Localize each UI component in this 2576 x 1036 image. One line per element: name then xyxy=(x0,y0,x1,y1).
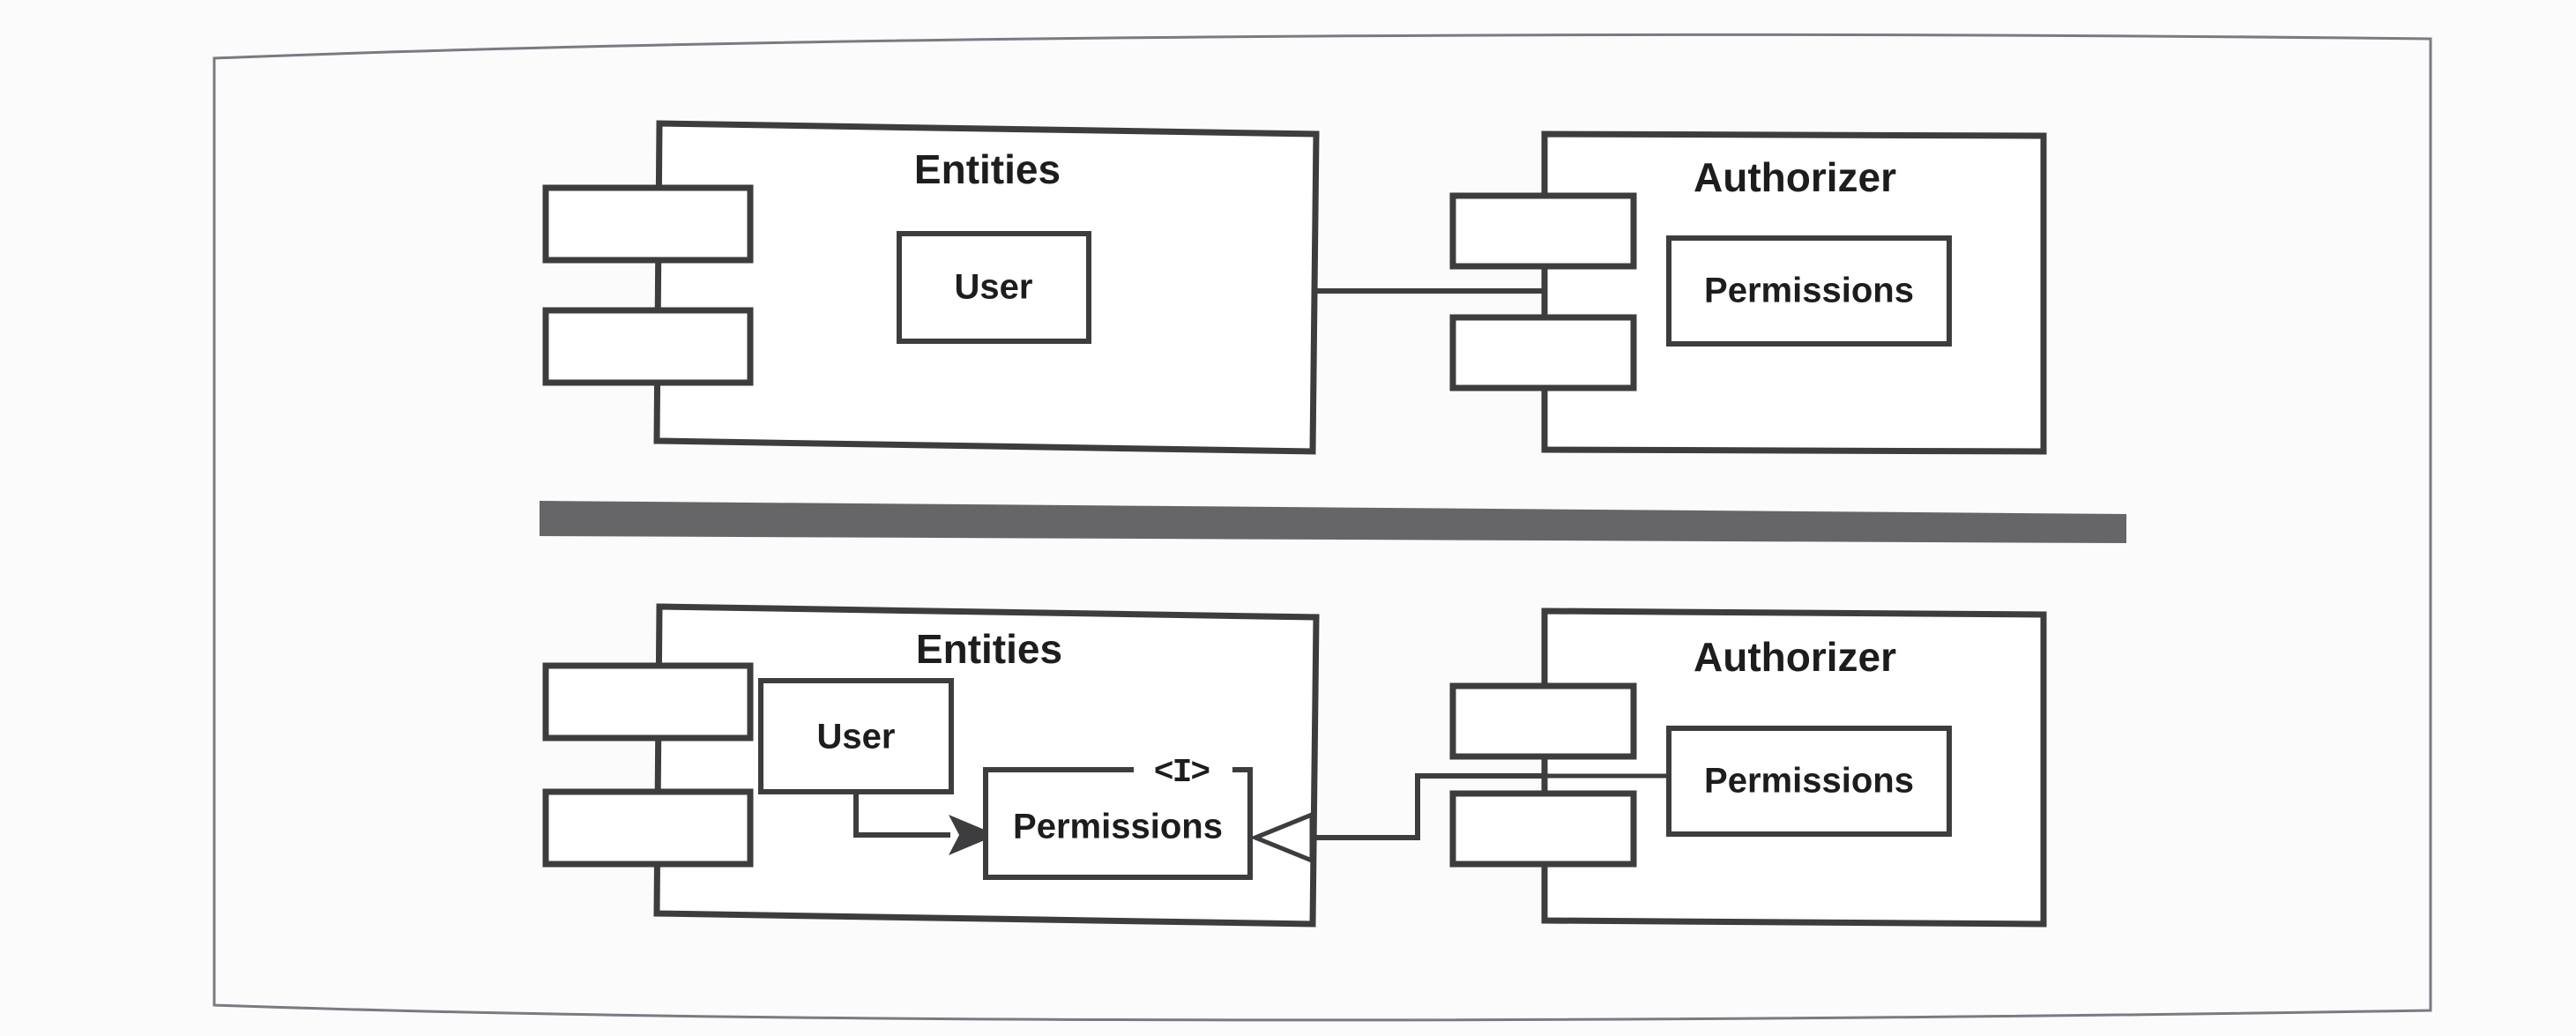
panel-divider-bar xyxy=(540,501,2126,543)
user-top-box[interactable] xyxy=(897,231,1091,344)
component-authorizer-top[interactable]: Authorizer Permissions xyxy=(1449,130,2047,455)
user-bottom-label: User xyxy=(817,718,896,757)
component-entities-bottom[interactable]: Entities User <I> Permissions xyxy=(542,603,1320,928)
arrowhead-hollow-authorizer-permissions xyxy=(1249,811,1314,864)
component-authorizer-bottom[interactable]: Authorizer Permissions xyxy=(1449,607,2047,928)
entities-top-port-lower[interactable] xyxy=(542,307,754,386)
authorizer-top-port-upper[interactable] xyxy=(1449,192,1637,270)
authorizer-top-port-lower[interactable] xyxy=(1449,314,1637,391)
panel-before: Entities User Authorizer Permissions xyxy=(542,120,2047,455)
permissions-interface-label: Permissions xyxy=(1013,808,1223,846)
permissions-bottom-box[interactable] xyxy=(1666,726,1952,837)
permissions-top-box[interactable] xyxy=(1666,235,1952,347)
authorizer-bottom-port-lower[interactable] xyxy=(1449,790,1637,868)
interface-tag-mask xyxy=(1134,757,1232,785)
entities-bottom-port-lower[interactable] xyxy=(542,788,754,868)
entities-bottom-title: Entities xyxy=(916,626,1062,672)
user-top-label: User xyxy=(955,268,1033,307)
connector-authorizer-realizes-permissions[interactable] xyxy=(1307,773,1545,840)
permissions-bottom-label: Permissions xyxy=(1704,762,1914,801)
authorizer-bottom-title: Authorizer xyxy=(1694,634,1896,680)
component-entities-top[interactable]: Entities User xyxy=(542,120,1320,455)
connector-user-permissions[interactable] xyxy=(853,792,950,838)
permissions-top-label: Permissions xyxy=(1704,272,1914,310)
entities-bottom-port-upper[interactable] xyxy=(542,662,754,742)
page-edge xyxy=(212,33,2432,1022)
authorizer-bottom-port-upper[interactable] xyxy=(1449,682,1637,760)
entities-top-title: Entities xyxy=(914,146,1061,192)
authorizer-top-title: Authorizer xyxy=(1694,154,1896,200)
panel-after: Entities User <I> Permissions xyxy=(542,603,2047,928)
permissions-interface-box[interactable] xyxy=(983,767,1253,880)
entities-top-port-upper[interactable] xyxy=(542,184,754,264)
user-bottom-box[interactable] xyxy=(758,678,954,794)
interface-stereotype-tag: <I> xyxy=(1154,754,1210,792)
arrowhead-solid-user-permissions xyxy=(949,815,997,855)
